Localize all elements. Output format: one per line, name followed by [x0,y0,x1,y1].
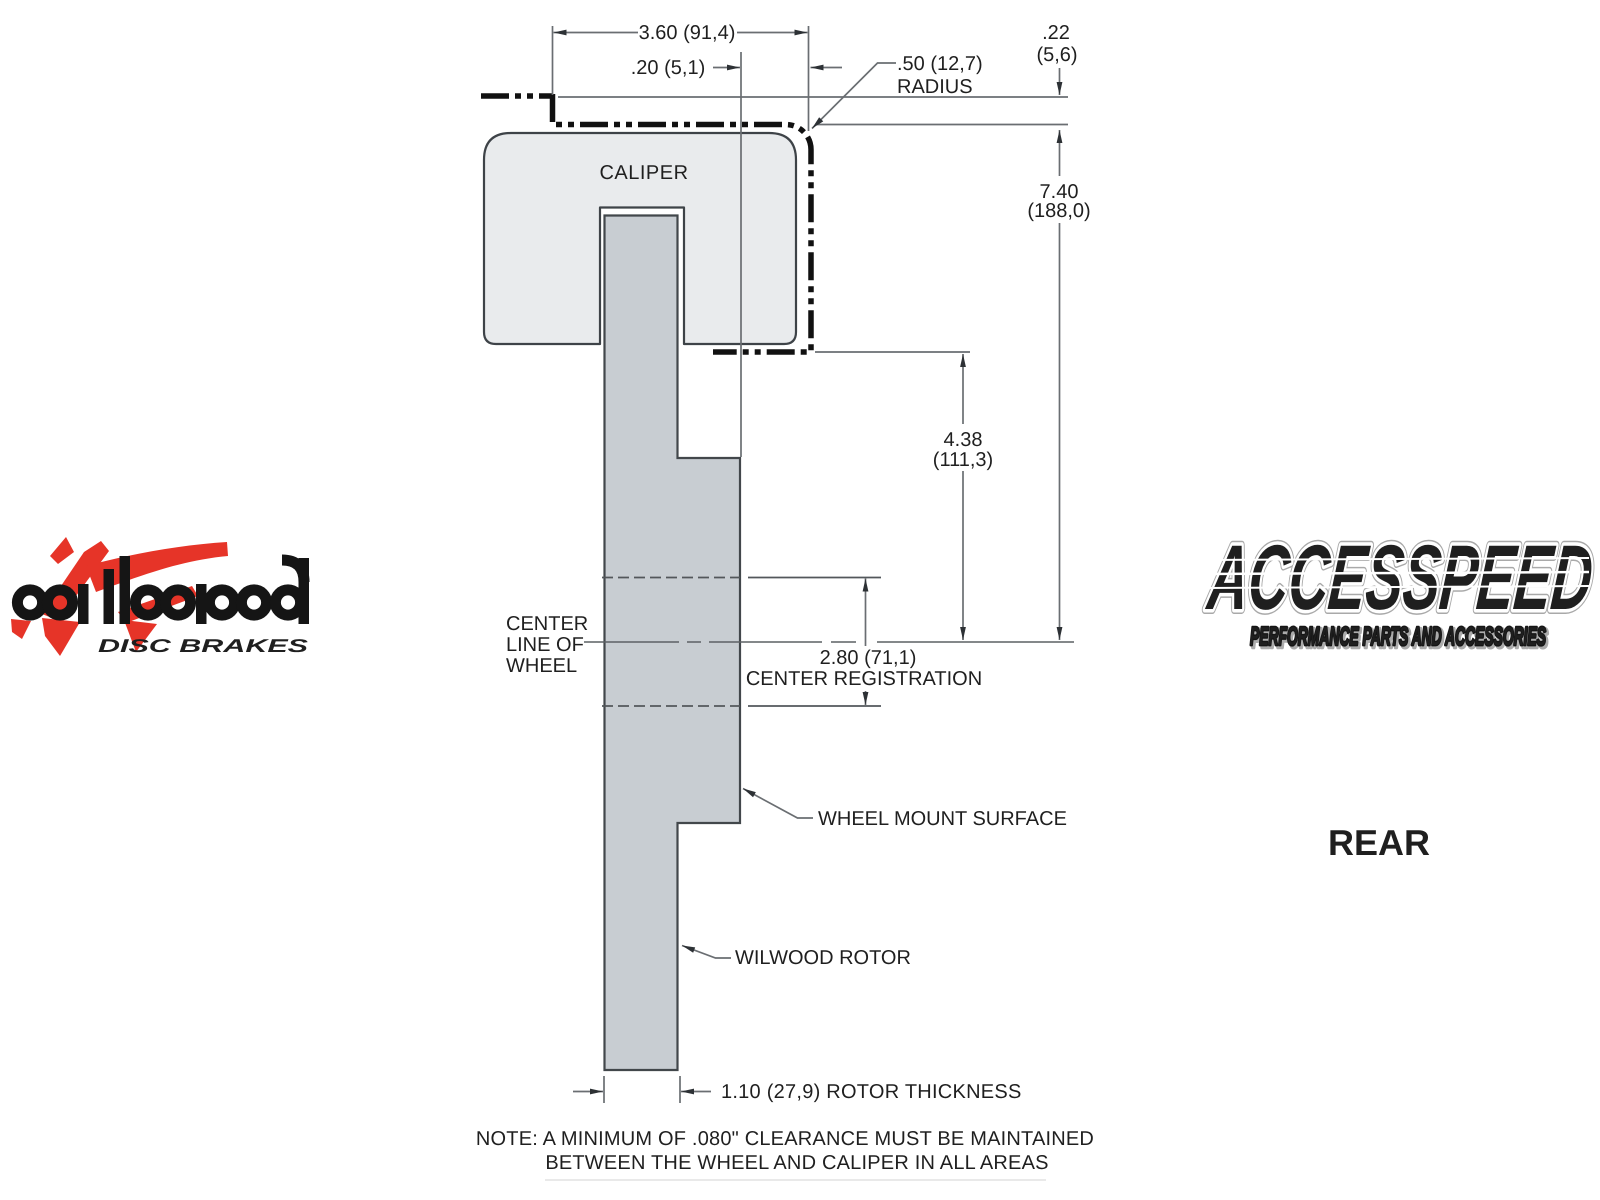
svg-text:ACCESSPEED: ACCESSPEED [1203,527,1597,629]
svg-text:.22: .22 [1042,22,1070,44]
svg-text:CALIPER: CALIPER [599,162,688,184]
svg-text:2.80 (71,1): 2.80 (71,1) [820,647,917,669]
svg-text:(5,6): (5,6) [1036,44,1077,66]
svg-text:ACCESSPEED: ACCESSPEED [1203,527,1597,629]
svg-text:REAR: REAR [1328,822,1430,863]
svg-text:DISC BRAKES: DISC BRAKES [98,635,309,656]
svg-text:.20 (5,1): .20 (5,1) [631,57,705,79]
svg-text:3.60 (91,4): 3.60 (91,4) [639,22,736,44]
svg-text:NOTE: A MINIMUM OF .080" CLEAR: NOTE: A MINIMUM OF .080" CLEARANCE MUST … [476,1128,1094,1150]
svg-text:4.38: 4.38 [944,429,983,451]
svg-text:WHEEL: WHEEL [506,655,577,677]
svg-text:PERFORMANCE PARTS AND ACCESSOR: PERFORMANCE PARTS AND ACCESSORIES [1250,621,1546,651]
svg-text:1.10 (27,9) ROTOR THICKNESS: 1.10 (27,9) ROTOR THICKNESS [721,1081,1022,1103]
svg-text:(188,0): (188,0) [1027,200,1090,222]
svg-text:BETWEEN THE WHEEL AND CALIPER: BETWEEN THE WHEEL AND CALIPER IN ALL ARE… [545,1152,1048,1174]
svg-text:CENTER: CENTER [506,613,588,635]
svg-text:.50 (12,7): .50 (12,7) [897,53,983,75]
svg-text:PERFORMANCE PARTS AND ACCESSOR: PERFORMANCE PARTS AND ACCESSORIES [1252,623,1548,653]
svg-text:LINE OF: LINE OF [506,634,584,656]
svg-text:(111,3): (111,3) [933,449,993,471]
svg-text:ACCESSPEED: ACCESSPEED [1203,527,1597,629]
svg-text:RADIUS: RADIUS [897,76,973,98]
svg-text:CENTER REGISTRATION: CENTER REGISTRATION [746,668,982,690]
svg-text:WHEEL MOUNT SURFACE: WHEEL MOUNT SURFACE [818,808,1067,830]
svg-text:WILWOOD ROTOR: WILWOOD ROTOR [735,947,911,969]
svg-text:7.40: 7.40 [1040,181,1079,203]
svg-text:PERFORMANCE PARTS AND ACCESSOR: PERFORMANCE PARTS AND ACCESSORIES [1250,621,1546,651]
